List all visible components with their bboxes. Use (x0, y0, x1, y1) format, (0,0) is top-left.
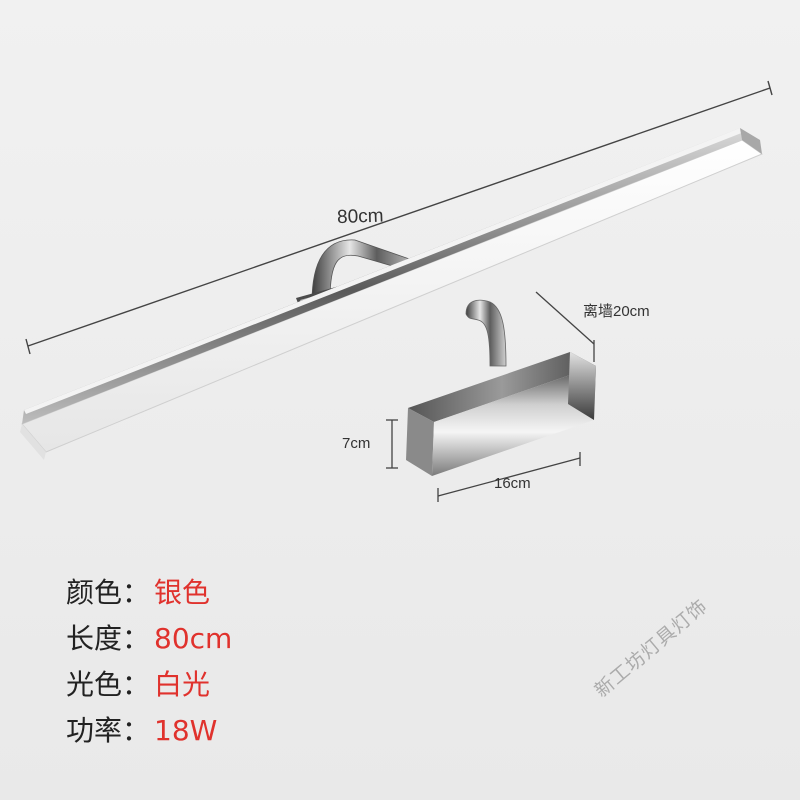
spec-row-color: 颜色 ： 银色 (66, 570, 446, 616)
spec-colon: ： (122, 576, 151, 609)
spec-colon: ： (122, 622, 151, 655)
height-dimension (386, 419, 398, 469)
detail-box (406, 352, 596, 476)
width-dimension (437, 452, 581, 502)
spec-label: 功率 (66, 714, 123, 747)
spec-colon: ： (122, 668, 151, 701)
height-label: 7cm (342, 435, 370, 452)
wall-distance-dimension (535, 291, 595, 362)
spec-value: 18W (154, 714, 218, 747)
spec-value: 银色 (154, 576, 211, 609)
spec-row-power: 功率 ： 18W (66, 708, 446, 754)
spec-list: 颜色 ： 银色 长度 ： 80cm 光色 ： 白光 功率 ： 18W (66, 570, 446, 754)
spec-label: 颜色 (66, 576, 123, 609)
spec-label: 长度 (66, 622, 123, 655)
spec-colon: ： (122, 714, 151, 747)
spec-row-light-color: 光色 ： 白光 (66, 662, 446, 708)
detail-arm (465, 299, 507, 367)
width-label: 16cm (494, 475, 531, 492)
wall-distance-label: 离墙20cm (583, 303, 650, 320)
spec-value: 80cm (154, 622, 233, 655)
spec-value: 白光 (154, 668, 211, 701)
lamp-bar (20, 128, 764, 460)
length-label: 80cm (337, 206, 384, 229)
spec-row-length: 长度 ： 80cm (66, 616, 446, 662)
spec-label: 光色 (66, 668, 123, 701)
length-dimension-line (25, 80, 773, 355)
